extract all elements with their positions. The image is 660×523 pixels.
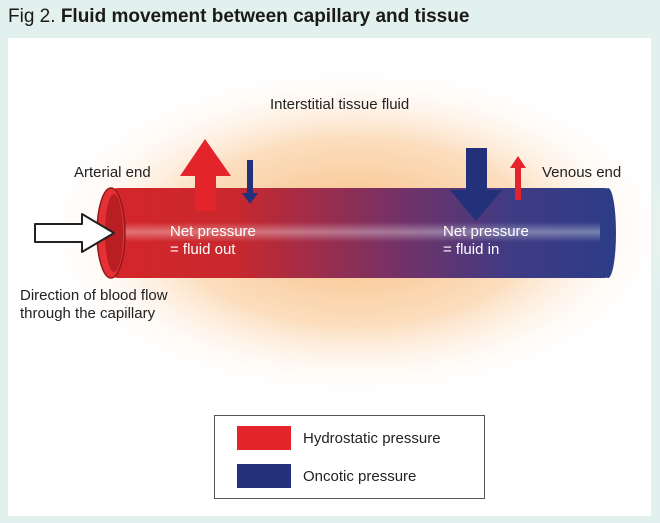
venous-oncotic-arrow: [450, 148, 502, 221]
legend-item-hydrostatic: Hydrostatic pressure: [237, 426, 441, 450]
venous-cap: [600, 188, 616, 278]
interstitial-label: Interstitial tissue fluid: [270, 96, 410, 113]
net-pressure-out-line1: Net pressure: [170, 223, 256, 240]
capillary-shine: [120, 222, 610, 242]
figure-title: Fig 2. Fluid movement between capillary …: [8, 6, 469, 28]
arterial-hydrostatic-arrow: [180, 139, 231, 211]
hydrostatic-label: Hydrostatic pressure: [303, 429, 441, 447]
net-pressure-out-label: Net pressure = fluid out: [170, 223, 256, 259]
legend: Hydrostatic pressure Oncotic pressure: [214, 415, 485, 499]
net-pressure-in-label: Net pressure = fluid in: [443, 223, 529, 259]
hydrostatic-swatch: [237, 426, 291, 450]
net-pressure-in-line1: Net pressure: [443, 223, 529, 240]
legend-item-oncotic: Oncotic pressure: [237, 464, 416, 488]
flow-direction-label: Direction of blood flow through the capi…: [20, 287, 168, 323]
oncotic-label: Oncotic pressure: [303, 467, 417, 485]
arterial-end-label: Arterial end: [74, 164, 151, 181]
flow-direction-line1: Direction of blood flow: [20, 287, 168, 304]
figure-heading: Fluid movement between capillary and tis…: [60, 6, 470, 27]
net-pressure-out-line2: = fluid out: [170, 241, 236, 258]
oncotic-swatch: [237, 464, 291, 488]
net-pressure-in-line2: = fluid in: [443, 241, 500, 258]
venous-end-label: Venous end: [542, 164, 622, 181]
flow-direction-arrow: [34, 213, 115, 253]
flow-direction-line2: through the capillary: [20, 305, 156, 322]
venous-hydrostatic-arrow: [510, 156, 526, 200]
arterial-oncotic-arrow: [242, 160, 258, 204]
figure-number: Fig 2.: [8, 6, 56, 27]
